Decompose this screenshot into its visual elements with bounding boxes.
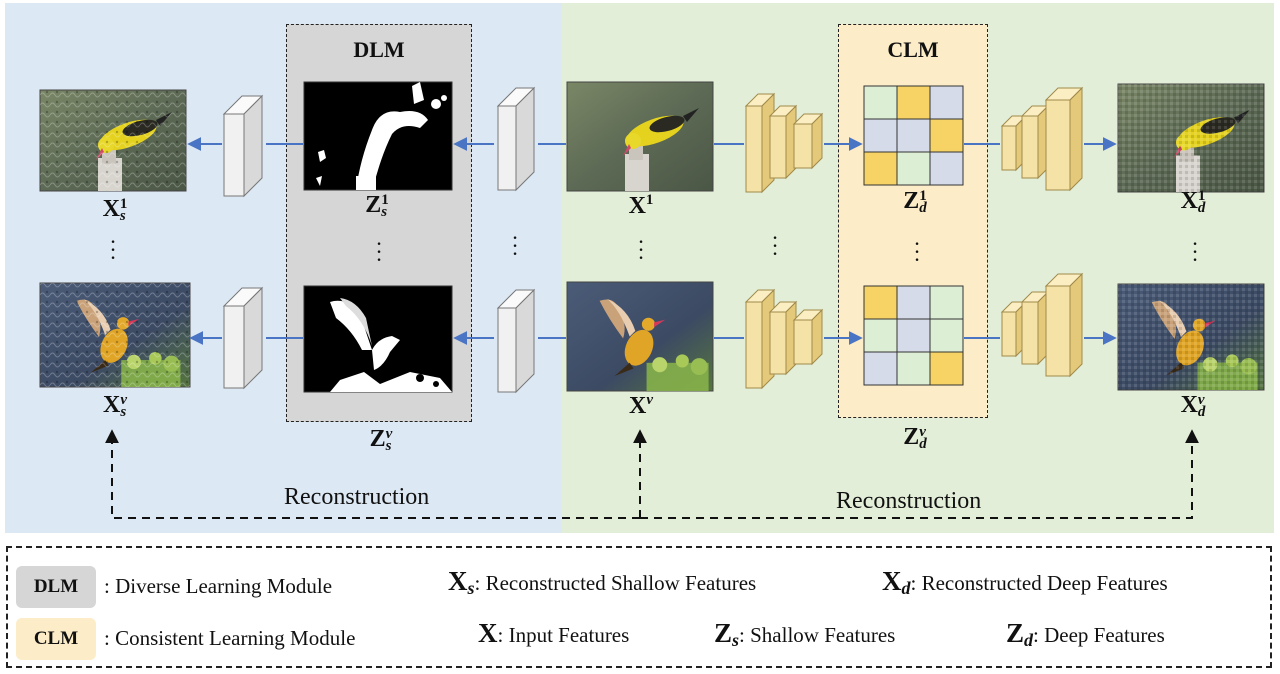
ellipsis-zs: ··· [375, 231, 383, 272]
shallow-decoder-block-v [222, 286, 264, 390]
recon-arrow-right [640, 429, 1199, 519]
shallow-recon-image-v [39, 282, 191, 388]
deep-recon-image-1 [1117, 83, 1265, 193]
reconstruction-loop [105, 429, 1199, 519]
dlm-title: DLM [353, 37, 405, 62]
deep-decoder-block-v [1000, 272, 1084, 378]
deep-feature-grid-v [863, 285, 964, 386]
deep-recon-image-v [1117, 283, 1265, 391]
legend-zs: Zs: Shallow Features [714, 618, 896, 651]
legend-box [6, 546, 1272, 668]
legend-xs: Xs: Reconstructed Shallow Features [448, 566, 757, 599]
legend-dlm-desc: : Diverse Learning Module [104, 574, 333, 598]
label-x1: X1 [628, 192, 654, 219]
legend-xd: Xd: Reconstructed Deep Features [882, 566, 1168, 599]
shallow-feature-mask-1 [303, 81, 453, 191]
reconstruction-label-right: Reconstruction [836, 488, 982, 514]
legend-x: X: Input Features [478, 618, 630, 648]
shallow-encoder-block-1 [496, 86, 536, 192]
recon-arrow-left [105, 429, 640, 519]
ellipsis-xs: ··· [109, 229, 117, 270]
ellipsis-deep-encoder: ··· [771, 225, 779, 266]
ellipsis-xd: ··· [1191, 231, 1199, 272]
ellipsis-encoder: ··· [511, 225, 519, 266]
reconstruction-label-left: Reconstruction [284, 484, 430, 510]
legend-clm-desc: : Consistent Learning Module [104, 626, 356, 650]
input-image-1 [566, 81, 714, 192]
flow-arrows [187, 137, 1117, 345]
input-image-v [566, 281, 714, 392]
deep-encoder-block-1 [744, 92, 824, 194]
deep-decoder-block-1 [1000, 86, 1084, 192]
ellipsis-x: ··· [637, 229, 645, 270]
label-xv: Xv [628, 392, 653, 419]
ellipsis-zd: ··· [913, 231, 921, 272]
deep-encoder-block-v [744, 288, 824, 390]
shallow-feature-mask-v [303, 285, 453, 393]
deep-feature-grid-1 [863, 85, 964, 186]
legend-dlm-tag: DLM [16, 566, 96, 608]
legend-clm-tag: CLM [16, 618, 96, 660]
shallow-recon-image-1 [39, 89, 187, 192]
shallow-decoder-block-1 [222, 94, 264, 198]
legend-zd: Zd: Deep Features [1006, 618, 1165, 651]
clm-title: CLM [887, 37, 939, 62]
shallow-encoder-block-v [496, 288, 536, 394]
